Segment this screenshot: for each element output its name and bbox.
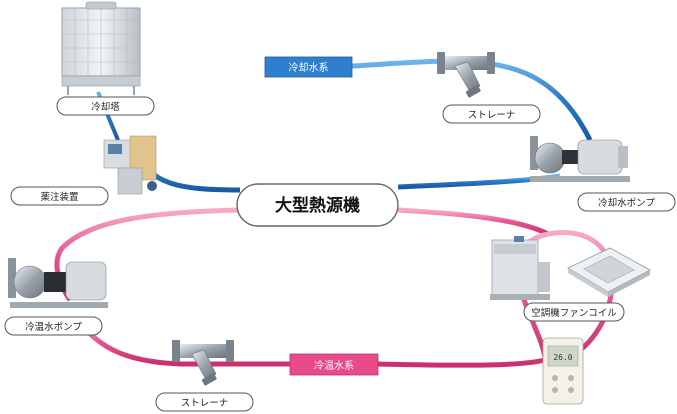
- cooling-pump-label: 冷却水ポンプ: [598, 197, 655, 209]
- fan-coil-label: 空調機ファンコイル: [531, 307, 617, 319]
- air-handler-illustration: [490, 236, 550, 300]
- heat-source-title-box: 大型熱源機: [236, 183, 399, 227]
- cooling-pump-illustration: [530, 136, 630, 182]
- strainer-bottom-label-box: ストレーナ: [155, 392, 254, 412]
- page-title: 大型熱源機: [275, 195, 360, 216]
- cooling-tower-illustration: [61, 1, 141, 95]
- strainer-top-illustration: [437, 52, 495, 98]
- chilled-water-banner: 冷温水系: [289, 353, 379, 376]
- chemical-feeder-label-box: 薬注装置: [10, 186, 109, 206]
- chilled-pump-label: 冷温水ポンプ: [25, 321, 82, 333]
- ceiling-cassette-illustration: [567, 247, 651, 297]
- cooling-pump-label-box: 冷却水ポンプ: [577, 192, 676, 212]
- chilled-pump-label-box: 冷温水ポンプ: [4, 316, 103, 336]
- strainer-top-label: ストレーナ: [468, 110, 516, 121]
- chemical-feeder-label: 薬注装置: [40, 191, 78, 203]
- cooling-water-label: 冷却水系: [289, 61, 329, 74]
- strainer-bottom-label: ストレーナ: [181, 398, 229, 409]
- strainer-top-label-box: ストレーナ: [442, 104, 541, 124]
- controller-display: 26.0: [553, 353, 572, 362]
- cooling-water-banner: 冷却水系: [264, 56, 353, 78]
- chemical-feeder-illustration: [103, 135, 157, 195]
- chilled-water-label: 冷温水系: [314, 359, 354, 372]
- fan-coil-label-box: 空調機ファンコイル: [523, 302, 625, 322]
- cooling-water-loop: [96, 58, 593, 193]
- remote-controller-illustration: 26.0: [542, 337, 584, 405]
- strainer-bottom-illustration: [172, 340, 234, 386]
- chilled-pump-illustration: [8, 258, 108, 308]
- cooling-tower-label: 冷却塔: [91, 101, 120, 113]
- cooling-tower-label-box: 冷却塔: [56, 96, 155, 116]
